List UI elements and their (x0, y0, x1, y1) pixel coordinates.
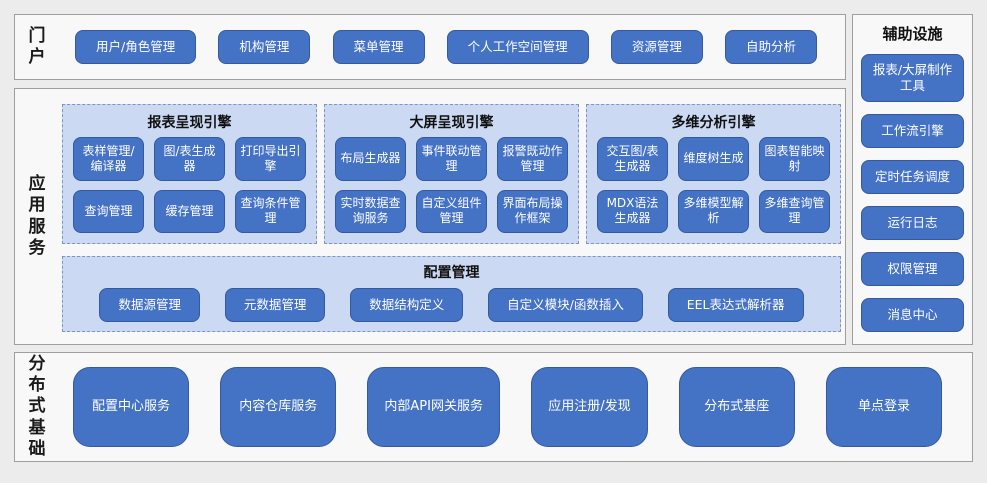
portal-node-workspace: 个人工作空间管理 (446, 30, 589, 64)
base-node-api-gateway: 内部API网关服务 (367, 367, 500, 447)
engine-node: 查询管理 (73, 189, 144, 233)
distributed-base-section-label: 分布式基础 (28, 353, 46, 459)
engine-node: 实时数据查询服务 (335, 189, 406, 233)
report-engine-grid: 表样管理/编译器 图/表生成器 打印导出引擎 查询管理 缓存管理 查询条件管理 (73, 137, 306, 233)
engine-node: 交互图/表生成器 (597, 137, 668, 181)
engine-node: 图表智能映射 (759, 137, 830, 181)
config-button-row: 数据源管理 元数据管理 数据结构定义 自定义模块/函数插入 EEL表达式解析器 (73, 287, 830, 323)
auxiliary-section: 辅助设施 报表/大屏制作工具 工作流引擎 定时任务调度 运行日志 权限管理 消息… (852, 14, 973, 345)
engine-node: 自定义组件管理 (416, 189, 487, 233)
engine-node: 缓存管理 (154, 189, 225, 233)
engine-node: 查询条件管理 (235, 189, 306, 233)
engine-node: 多维查询管理 (759, 189, 830, 233)
olap-engine-panel: 多维分析引擎 交互图/表生成器 维度树生成 图表智能映射 MDX语法生成器 多维… (586, 104, 841, 244)
portal-node-menu: 菜单管理 (332, 30, 425, 64)
base-node-config-center: 配置中心服务 (73, 367, 189, 447)
base-node-sso: 单点登录 (825, 367, 942, 447)
portal-node-selfservice: 自助分析 (724, 30, 817, 64)
app-services-section-label: 应用服务 (28, 174, 46, 258)
engine-node: 表样管理/编译器 (73, 137, 144, 181)
config-management-title: 配置管理 (423, 265, 480, 281)
bigscreen-engine-grid: 布局生成器 事件联动管理 报警既动作管理 实时数据查询服务 自定义组件管理 界面… (335, 137, 568, 233)
config-node-eel-parser: EEL表达式解析器 (667, 288, 804, 322)
engine-node: 布局生成器 (335, 137, 406, 181)
config-node-datastruct: 数据结构定义 (350, 288, 464, 322)
base-node-content-repo: 内容仓库服务 (220, 367, 337, 447)
report-engine-title: 报表呈现引擎 (147, 115, 232, 131)
auxiliary-section-title: 辅助设施 (882, 25, 943, 43)
distributed-base-button-row: 配置中心服务 内容仓库服务 内部API网关服务 应用注册/发现 分布式基座 单点… (59, 367, 972, 447)
engine-node: 维度树生成 (678, 137, 749, 181)
auxiliary-button-column: 报表/大屏制作工具 工作流引擎 定时任务调度 运行日志 权限管理 消息中心 (861, 50, 964, 344)
engine-node: 多维模型解析 (678, 189, 749, 233)
aux-node-report-builder: 报表/大屏制作工具 (861, 54, 964, 102)
config-node-datasource: 数据源管理 (99, 288, 200, 322)
engine-node: 界面布局操作框架 (497, 189, 568, 233)
engine-node: MDX语法生成器 (597, 189, 668, 233)
aux-node-permission: 权限管理 (861, 252, 964, 286)
bigscreen-engine-panel: 大屏呈现引擎 布局生成器 事件联动管理 报警既动作管理 实时数据查询服务 自定义… (324, 104, 579, 244)
aux-node-scheduler: 定时任务调度 (861, 160, 964, 194)
base-node-app-registry: 应用注册/发现 (531, 367, 648, 447)
portal-node-org: 机构管理 (218, 30, 311, 64)
portal-button-row: 用户/角色管理 机构管理 菜单管理 个人工作空间管理 资源管理 自助分析 (59, 30, 845, 64)
report-engine-panel: 报表呈现引擎 表样管理/编译器 图/表生成器 打印导出引擎 查询管理 缓存管理 … (62, 104, 317, 244)
bigscreen-engine-title: 大屏呈现引擎 (409, 115, 494, 131)
config-node-metadata: 元数据管理 (224, 288, 326, 322)
olap-engine-title: 多维分析引擎 (671, 115, 756, 131)
base-node-distributed-pedestal: 分布式基座 (678, 367, 795, 447)
config-node-custom-module: 自定义模块/函数插入 (488, 288, 643, 322)
portal-section-label: 门户 (28, 25, 46, 67)
engine-node: 报警既动作管理 (497, 137, 568, 181)
distributed-base-section: 分布式基础 配置中心服务 内容仓库服务 内部API网关服务 应用注册/发现 分布… (14, 352, 973, 462)
aux-node-workflow: 工作流引擎 (861, 114, 964, 148)
engine-node: 图/表生成器 (154, 137, 225, 181)
app-services-section: 应用服务 报表呈现引擎 表样管理/编译器 图/表生成器 打印导出引擎 查询管理 … (14, 88, 846, 345)
engine-node: 打印导出引擎 (235, 137, 306, 181)
aux-node-message-center: 消息中心 (861, 298, 964, 332)
portal-node-user-role: 用户/角色管理 (75, 30, 197, 64)
portal-section: 门户 用户/角色管理 机构管理 菜单管理 个人工作空间管理 资源管理 自助分析 (14, 14, 846, 80)
aux-node-runlog: 运行日志 (861, 206, 964, 240)
app-services-content: 报表呈现引擎 表样管理/编译器 图/表生成器 打印导出引擎 查询管理 缓存管理 … (59, 89, 845, 344)
olap-engine-grid: 交互图/表生成器 维度树生成 图表智能映射 MDX语法生成器 多维模型解析 多维… (597, 137, 830, 233)
portal-node-resource: 资源管理 (610, 30, 703, 64)
engine-node: 事件联动管理 (416, 137, 487, 181)
config-management-panel: 配置管理 数据源管理 元数据管理 数据结构定义 自定义模块/函数插入 EEL表达… (62, 256, 841, 332)
engines-row: 报表呈现引擎 表样管理/编译器 图/表生成器 打印导出引擎 查询管理 缓存管理 … (62, 104, 841, 244)
